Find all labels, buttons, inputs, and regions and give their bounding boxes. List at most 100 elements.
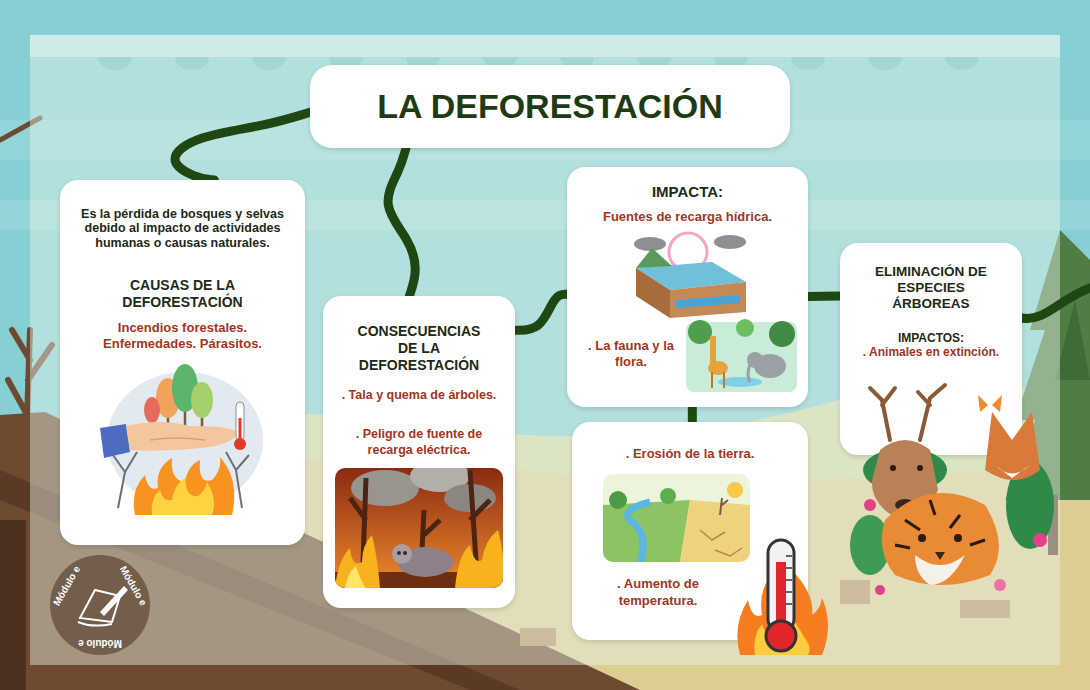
section-heading: ELIMINACIÓN DE ESPECIES ÁRBOREAS	[861, 264, 1001, 313]
panel-overlay	[30, 35, 1060, 665]
animals-illustration	[1006, 461, 1054, 549]
erosion-illustration	[727, 482, 743, 498]
forest-fire-illustration	[351, 470, 419, 506]
causes-illustration	[107, 372, 263, 508]
section-heading: CAUSAS DE LA DEFORESTACIÓN	[72, 277, 293, 311]
causes-illustration	[144, 397, 160, 423]
animals-illustration	[864, 499, 876, 511]
sub-heading: IMPACTOS:	[850, 331, 1012, 345]
consequence-item: . Tala y quema de árboles.	[334, 388, 504, 404]
impact-item: Fuentes de recarga hídrica.	[573, 209, 802, 225]
water-cycle-illustration	[636, 268, 670, 318]
water-cycle-illustration	[634, 237, 666, 251]
title-text: LA DEFORESTACIÓN	[320, 87, 780, 126]
animals-illustration	[917, 465, 923, 471]
animals-illustration	[994, 579, 1006, 591]
thermometer-fire	[768, 540, 794, 632]
erosion-illustration	[700, 530, 742, 556]
fallen-log	[0, 520, 26, 690]
forest-fire-illustration	[345, 566, 366, 588]
connector	[515, 294, 567, 330]
causes-illustration	[134, 457, 235, 515]
connector	[388, 148, 415, 296]
info-box: ELIMINACIÓN DE ESPECIES ÁRBOREAS IMPACTOS…	[840, 243, 1022, 455]
causes-illustration	[100, 364, 263, 515]
forest-fire-illustration	[403, 551, 407, 555]
connector	[175, 112, 310, 180]
panel-overlay	[30, 35, 1060, 665]
causes-illustration	[152, 478, 214, 515]
top-scallops	[98, 57, 132, 70]
forest-fire-illustration	[335, 468, 503, 588]
top-scallops	[175, 57, 209, 70]
top-scallops	[791, 57, 825, 70]
thermometer-fire	[776, 562, 786, 632]
animals-illustration	[882, 493, 999, 585]
panel-overlay	[30, 35, 1060, 57]
causes-illustration	[152, 385, 202, 430]
section-heading: IMPACTA:	[577, 183, 798, 201]
animals-illustration	[985, 412, 1040, 480]
top-scallops	[252, 57, 286, 70]
erosion-illustration	[603, 500, 690, 562]
cause-list: Incendios forestales. Enfermedades. Pára…	[72, 320, 293, 353]
fauna-flora-illustration	[712, 372, 724, 388]
causes-illustration	[150, 438, 205, 440]
fauna-flora-illustration	[754, 354, 786, 378]
causes-illustration	[126, 422, 240, 451]
animals-illustration	[850, 515, 890, 575]
watermark: Módulo e	[118, 564, 149, 607]
forest-fire-illustration	[335, 535, 380, 588]
water-cycle-illustration	[636, 262, 746, 290]
forest-fire-illustration	[335, 468, 503, 588]
fauna-flora-illustration	[718, 377, 762, 387]
animals-illustration	[935, 552, 945, 560]
watermark: Módulo e	[78, 638, 122, 648]
water-cycle-illustration	[670, 282, 746, 318]
off-page-connector	[1022, 288, 1090, 318]
thermometer-fire	[766, 621, 796, 651]
forest-fire-illustration	[397, 551, 401, 555]
erosion-illustration	[680, 500, 750, 562]
fauna-flora-illustration	[688, 320, 712, 344]
thermometer-fire	[786, 556, 792, 604]
stamp-backdrop	[78, 622, 112, 626]
thermometer-fire	[754, 614, 809, 655]
top-scallops	[868, 57, 902, 70]
animals-illustration	[995, 465, 1030, 478]
info-box: . Erosión de la tierra. . Aumento de temp…	[572, 422, 808, 640]
erosion-illustration	[603, 474, 750, 562]
watermark: Módulo e	[52, 564, 83, 607]
erosion-illustration	[720, 498, 728, 515]
fauna-flora-illustration	[708, 361, 728, 375]
animals-illustration	[890, 465, 896, 471]
impact-item: . Erosión de la tierra.	[580, 446, 800, 462]
stamp-backdrop	[50, 555, 150, 655]
stamp-backdrop	[80, 590, 120, 622]
info-box: IMPACTA:Fuentes de recarga hídrica.. La …	[567, 167, 808, 407]
causes-illustration	[234, 438, 246, 450]
animals-illustration	[872, 440, 938, 520]
forest-fire-illustration	[397, 547, 453, 577]
causes-illustration	[156, 378, 180, 418]
impact-item: . Aumento de temperatura.	[588, 576, 728, 610]
erosion-illustration	[603, 474, 750, 562]
animals-illustration	[1033, 533, 1047, 547]
animals-illustration	[895, 500, 985, 548]
water-cycle-illustration	[676, 295, 740, 308]
animals-illustration	[954, 534, 962, 542]
animals-illustration	[875, 585, 885, 595]
top-scallops	[945, 57, 979, 70]
info-box: CONSECUENCIAS DE LA DEFORESTACIÓN. Tala …	[323, 296, 515, 608]
thermometer-fire	[737, 570, 828, 655]
consequence-item: . Peligro de fuente de recarga eléctrica…	[334, 427, 504, 458]
erosion-illustration	[660, 488, 676, 504]
forest-fire-illustration	[350, 470, 490, 588]
animals-illustration	[978, 395, 1002, 412]
fauna-flora-illustration	[686, 322, 797, 392]
causes-illustration	[100, 424, 130, 458]
animals-illustration	[850, 385, 1054, 595]
causes-illustration	[236, 402, 244, 440]
